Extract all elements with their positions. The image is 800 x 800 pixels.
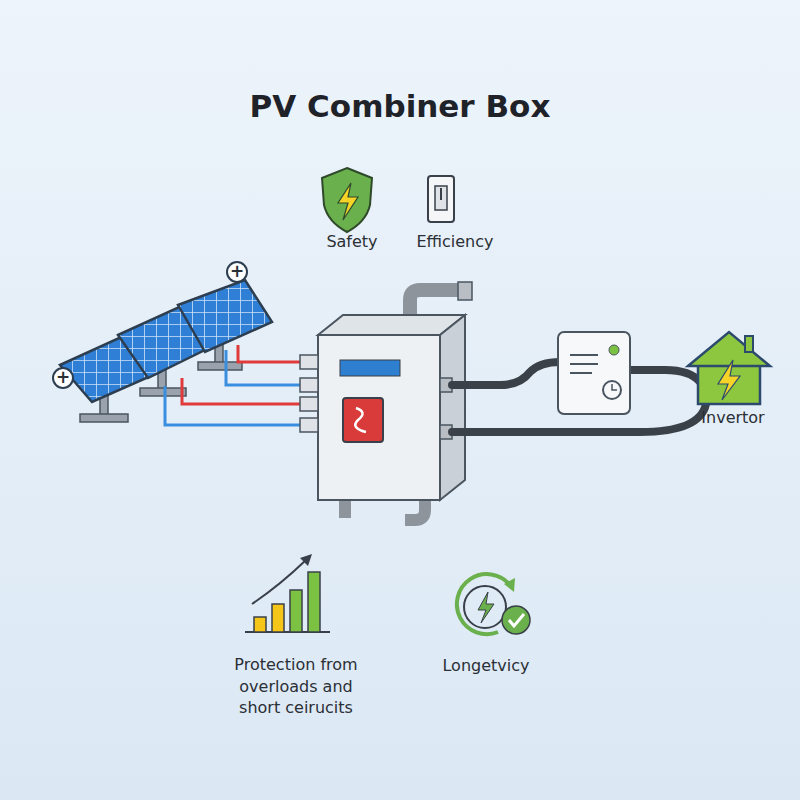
- house-icon: [688, 332, 770, 366]
- terminal-sign: +: [230, 261, 244, 281]
- solar-panels: [80, 414, 128, 422]
- house-icon: [718, 360, 740, 400]
- terminal-sign: +: [56, 367, 70, 387]
- longevity-clock-icon: [504, 578, 515, 592]
- house-icon: [745, 336, 753, 352]
- string-wires: [238, 345, 302, 362]
- icon-caption: Efficiency: [416, 232, 493, 251]
- combiner-box: [440, 315, 465, 500]
- safety-shield-icon: [322, 168, 372, 232]
- combiner-box: [300, 355, 318, 432]
- feature-caption: Longetvicy: [442, 656, 529, 675]
- bar-chart-icon: [245, 554, 330, 632]
- inverter-device: [570, 372, 592, 374]
- inverter-device: [558, 332, 630, 414]
- solar-panels: [53, 368, 73, 388]
- inverter-device: [570, 363, 598, 365]
- combiner-box: [339, 500, 351, 518]
- solar-panels: [198, 362, 242, 370]
- efficiency-switch-icon: [435, 186, 447, 210]
- combiner-box: [300, 378, 318, 392]
- feature-caption: Protection from overloads and short ceir…: [221, 654, 371, 719]
- safety-shield-icon: [338, 183, 358, 220]
- solar-panels: [178, 280, 272, 352]
- longevity-clock-icon: [464, 586, 506, 628]
- bar-chart-icon: [300, 554, 312, 566]
- longevity-clock-icon: [457, 574, 510, 634]
- string-wires: [165, 345, 302, 425]
- combiner-box: [340, 360, 400, 376]
- combiner-box: [300, 418, 318, 432]
- efficiency-switch-icon: [428, 176, 454, 222]
- inverter-device: [612, 384, 617, 390]
- inverter-device: [570, 354, 598, 356]
- solar-panels: [227, 262, 247, 282]
- combiner-box: [410, 290, 462, 315]
- combiner-box: [300, 397, 318, 411]
- diagram-title: PV Combiner Box: [250, 88, 551, 124]
- output-cables: [630, 370, 700, 382]
- inverter-device: [603, 381, 621, 399]
- combiner-box: [300, 282, 472, 520]
- combiner-box: [458, 282, 472, 300]
- inverter-device: [609, 345, 619, 355]
- output-cables: [452, 362, 560, 385]
- bar-chart-icon: [254, 617, 266, 632]
- inverter-device: [558, 332, 630, 414]
- efficiency-switch-icon: [440, 188, 442, 200]
- string-wires: [165, 386, 302, 425]
- longevity-clock-icon: [502, 606, 530, 634]
- combiner-box: [343, 398, 383, 442]
- longevity-clock-icon: [457, 574, 530, 634]
- combiner-box: [355, 408, 366, 432]
- bar-chart-icon: [308, 572, 320, 632]
- combiner-box: [405, 500, 425, 520]
- string-wires: [226, 350, 302, 385]
- efficiency-switch-icon: [428, 176, 454, 222]
- icon-caption: Safety: [326, 232, 377, 251]
- longevity-clock-icon: [509, 614, 524, 626]
- bar-chart-icon: [272, 604, 284, 632]
- house-icon: [688, 332, 770, 404]
- bar-chart-icon: [290, 590, 302, 632]
- bar-chart-icon: [252, 560, 306, 604]
- safety-shield-icon: [322, 168, 372, 232]
- combiner-box: [318, 335, 440, 500]
- combiner-box: [300, 355, 318, 369]
- solar-panels: [140, 388, 186, 396]
- longevity-clock-icon: [478, 592, 494, 623]
- component-label: Invertor: [701, 408, 764, 427]
- solar-panels: [53, 262, 272, 422]
- string-wires: [182, 378, 302, 404]
